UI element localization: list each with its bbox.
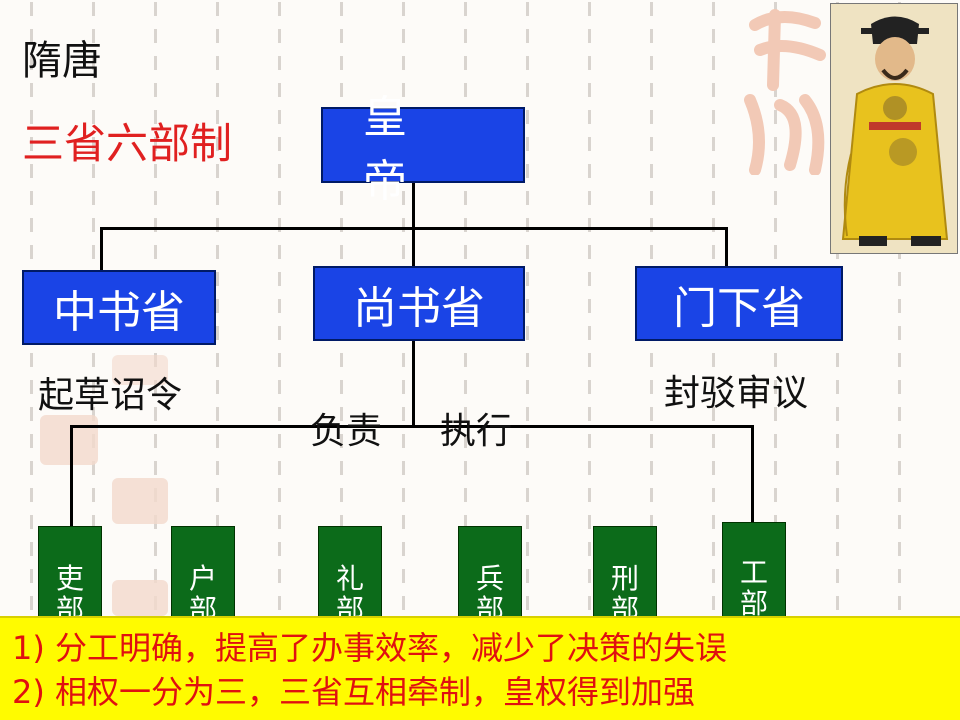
zhongshu-note: 起草诏令	[38, 375, 183, 416]
seal-stamp-1	[40, 415, 98, 465]
emperor-portrait-image	[830, 3, 958, 254]
ministry-li-personnel: 吏 部	[38, 526, 102, 626]
connector-to-gongbu	[751, 425, 754, 523]
page-title: 隋唐	[22, 38, 102, 84]
ministry-bing-war: 兵 部	[458, 526, 522, 626]
ministry-char-1: 刑	[610, 562, 639, 595]
shangshu-note-2: 执行	[440, 411, 513, 452]
menxia-box: 门下省	[635, 266, 843, 341]
connector-shangshu-down	[412, 341, 415, 427]
ministry-gong-works: 工 部	[722, 522, 786, 626]
page-subtitle: 三省六部制	[22, 119, 233, 168]
connector-to-shangshu	[412, 227, 415, 267]
shangshu-note-1: 负责	[310, 411, 383, 452]
menxia-note: 封驳审议	[664, 373, 809, 414]
seal-stamp-large	[735, 5, 830, 176]
seal-stamp-4	[112, 355, 168, 385]
summary-point-1: 1) 分工明确，提高了办事效率，减少了决策的失误	[12, 629, 728, 667]
ministry-char-1: 吏	[55, 562, 84, 595]
zhongshu-box: 中书省	[22, 270, 216, 345]
connector-bottom-horizontal	[70, 425, 753, 428]
connector-to-libu	[70, 425, 73, 526]
emperor-box: 皇 帝	[321, 92, 525, 207]
connector-emperor-down	[412, 183, 415, 229]
summary-panel: 1) 分工明确，提高了办事效率，减少了决策的失误 2) 相权一分为三，三省互相牵…	[0, 616, 960, 720]
ministry-xing-justice: 刑 部	[593, 526, 657, 626]
summary-point-2: 2) 相权一分为三，三省互相牵制，皇权得到加强	[12, 673, 696, 711]
ministry-char-1: 兵	[475, 562, 504, 595]
ministry-char-1: 工	[739, 556, 768, 589]
ministry-hu-revenue: 户 部	[171, 526, 235, 626]
ministry-li-rites: 礼 部	[318, 526, 382, 626]
connector-to-menxia	[725, 227, 728, 267]
ministry-char-1: 户	[188, 562, 217, 595]
seal-stamp-2	[112, 478, 168, 524]
seal-stamp-3	[112, 580, 168, 616]
ministry-char-2: 部	[739, 587, 768, 620]
connector-to-zhongshu	[100, 227, 103, 271]
ministry-char-1: 礼	[335, 562, 364, 595]
shangshu-box: 尚书省	[313, 266, 525, 341]
